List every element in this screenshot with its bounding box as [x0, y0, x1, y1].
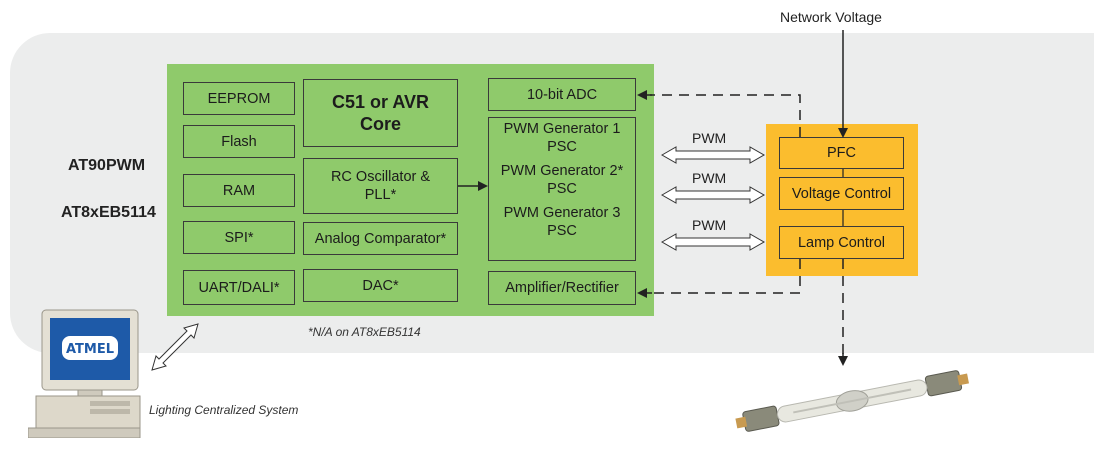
- pwm-generator-2-label: PWM Generator 2*: [500, 163, 624, 179]
- svg-text:ATMEL: ATMEL: [66, 342, 114, 357]
- atmel-logo-icon: [62, 336, 118, 360]
- amp-feedback-dashed: [650, 259, 801, 294]
- pwm-generators-box: PWM Generator 1 PSC PWM Generator 2* PSC…: [488, 117, 636, 261]
- pwm-generator-3-label: PWM Generator 3: [503, 205, 621, 221]
- pwm-generator-1-label: PWM Generator 1: [503, 121, 621, 137]
- device-name-at8xeb5114: AT8xEB5114: [61, 204, 156, 221]
- uart-dali-box: UART/DALI*: [183, 270, 295, 305]
- microcontroller-block: [167, 64, 654, 316]
- computer-link-double-arrow: [151, 323, 199, 371]
- pwm-generator-2-psc: PSC: [547, 181, 577, 197]
- adc-feedback-dashed: [650, 94, 801, 137]
- pwm-generator-list: PWM Generator 1 PSC PWM Generator 2* PSC…: [501, 120, 624, 240]
- computer-workstation-illustration: ATMEL: [28, 309, 141, 438]
- network-voltage-label: Network Voltage: [780, 9, 882, 25]
- pwm-double-arrow-1: [660, 146, 766, 164]
- pwm-link-label-3: PWM: [692, 217, 727, 233]
- pwm-generator-1-psc: PSC: [547, 139, 577, 155]
- spi-box: SPI*: [183, 221, 295, 254]
- pwm-generator-3-psc: PSC: [547, 223, 577, 239]
- voltage-control-box: Voltage Control: [779, 177, 904, 210]
- pwm-double-arrow-3: [660, 233, 766, 251]
- lamp-bulb-illustration: [735, 370, 969, 432]
- amplifier-rectifier-box: Amplifier/Rectifier: [488, 271, 636, 305]
- pwm-link-label-2: PWM: [692, 170, 727, 186]
- rc-oscillator-box: RC Oscillator & PLL*: [303, 158, 458, 214]
- pwm-double-arrow-2: [660, 186, 766, 204]
- ram-box: RAM: [183, 174, 295, 207]
- device-name-at90pwm: AT90PWM: [68, 157, 146, 174]
- lamp-controller-block: [766, 124, 918, 276]
- flash-box: Flash: [183, 125, 295, 158]
- lamp-control-box: Lamp Control: [779, 226, 904, 259]
- analog-comparator-box: Analog Comparator*: [303, 222, 458, 255]
- adc-box: 10-bit ADC: [488, 78, 636, 111]
- lighting-system-label: Lighting Centralized System: [149, 403, 299, 417]
- dac-box: DAC*: [303, 269, 458, 302]
- availability-footnote: *N/A on AT8xEB5114: [308, 325, 421, 339]
- pwm-link-label-1: PWM: [692, 130, 727, 146]
- eeprom-box: EEPROM: [183, 82, 295, 115]
- cpu-core-box: C51 or AVR Core: [303, 79, 458, 147]
